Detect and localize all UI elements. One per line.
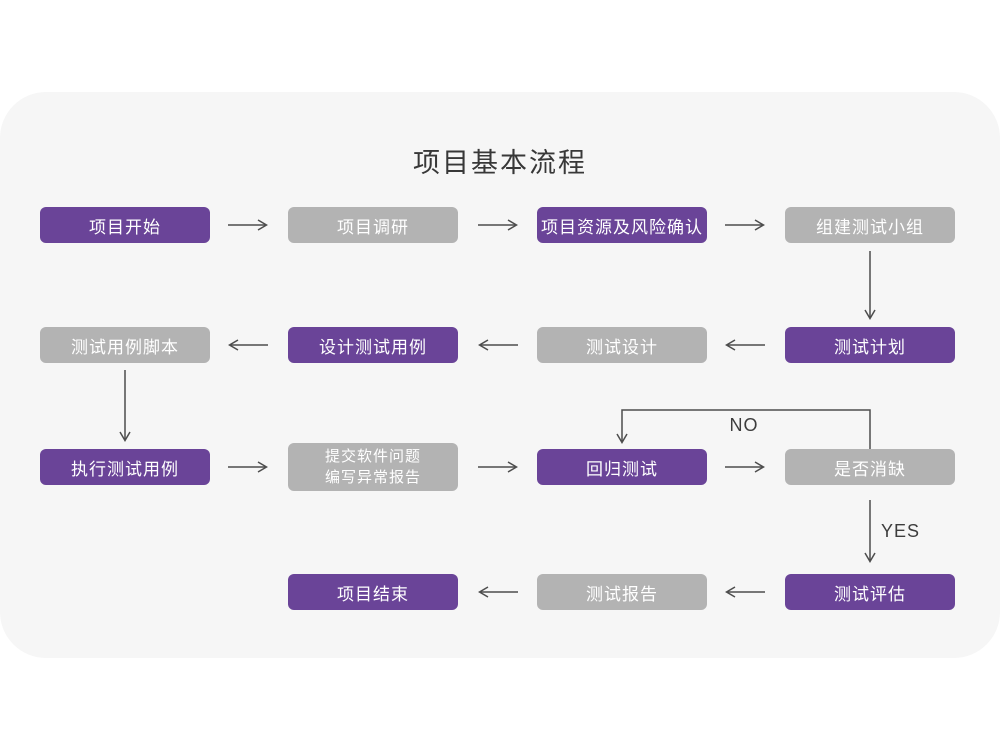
node-resources-risk-confirm: 项目资源及风险确认 (537, 207, 707, 243)
node-project-end: 项目结束 (288, 574, 458, 610)
node-defect-cleared: 是否消缺 (785, 449, 955, 485)
node-test-plan: 测试计划 (785, 327, 955, 363)
node-execute-test-cases: 执行测试用例 (40, 449, 210, 485)
node-build-test-team: 组建测试小组 (785, 207, 955, 243)
diagram-title: 项目基本流程 (413, 148, 587, 178)
node-test-report: 测试报告 (537, 574, 707, 610)
node-project-research: 项目调研 (288, 207, 458, 243)
node-project-start: 项目开始 (40, 207, 210, 243)
flowchart-card (0, 92, 1000, 658)
node-design-test-cases: 设计测试用例 (288, 327, 458, 363)
edge-label-yes: YES (881, 521, 921, 541)
edge-label-no: NO (729, 415, 759, 435)
node-regression-test: 回归测试 (537, 449, 707, 485)
node-test-evaluation: 测试评估 (785, 574, 955, 610)
node-test-design: 测试设计 (537, 327, 707, 363)
node-submit-issues-report: 提交软件问题 编写异常报告 (288, 443, 458, 491)
node-test-case-script: 测试用例脚本 (40, 327, 210, 363)
